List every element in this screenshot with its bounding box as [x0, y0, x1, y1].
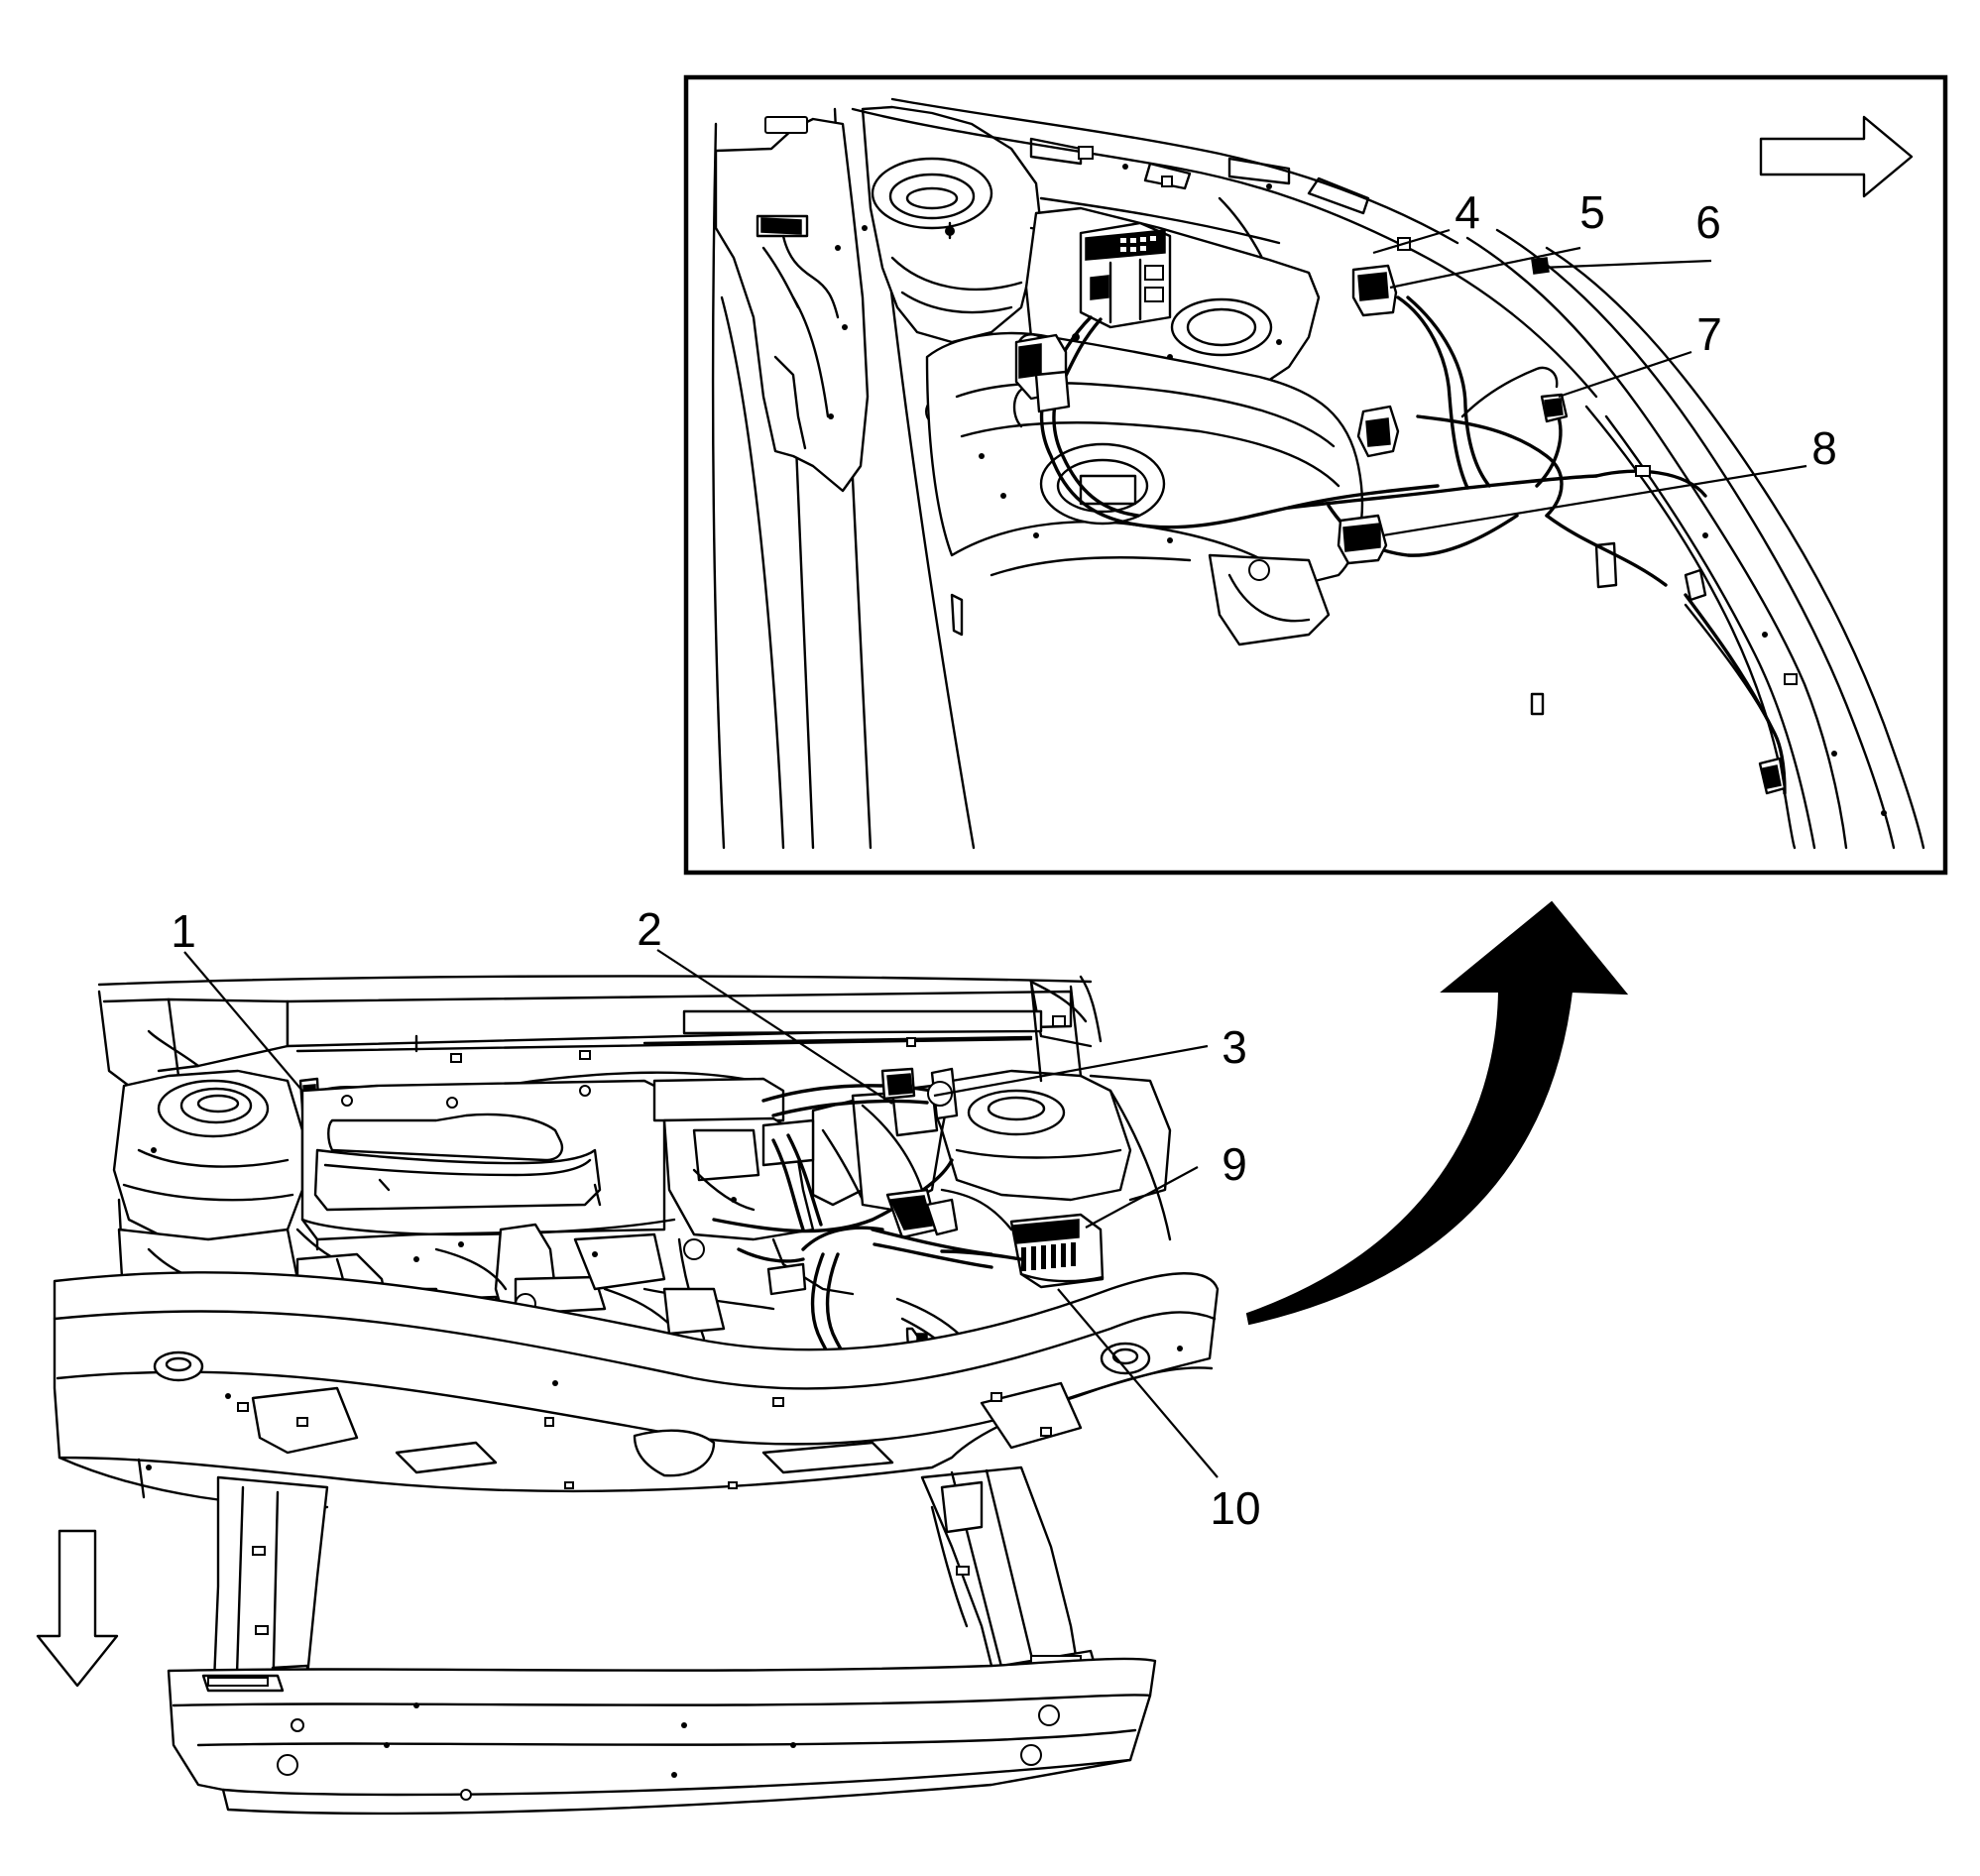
main-underhood-fuse-block — [940, 1213, 1105, 1289]
callout-label-6: 6 — [1695, 196, 1721, 248]
inset-forward-arrow-icon — [1759, 115, 1914, 198]
main-front-crossmember — [53, 1271, 1220, 1509]
main-center-panel — [300, 1077, 785, 1241]
inset-fuse-block — [1079, 221, 1172, 329]
inset-callout-leaders — [1372, 228, 1807, 537]
main-bumper-beam — [167, 1657, 1157, 1816]
callout-label-10: 10 — [1210, 1482, 1260, 1534]
inset-connectors — [1014, 257, 1569, 565]
callout-label-4: 4 — [1455, 186, 1480, 238]
main-forward-arrow-icon — [36, 1529, 119, 1688]
main-right-structure — [940, 980, 1172, 1241]
inset-left-panel — [711, 107, 976, 850]
curved-pointer-arrow-icon — [1245, 900, 1629, 1326]
callout-label-1: 1 — [171, 905, 196, 957]
main-engine-bay-center — [642, 1067, 1013, 1402]
callout-labels: 4 5 6 7 8 1 2 3 9 10 — [171, 186, 1837, 1534]
inset-right-rail — [1465, 228, 1925, 850]
callout-label-5: 5 — [1579, 186, 1605, 238]
callout-label-8: 8 — [1811, 422, 1837, 474]
inset-strut-tower — [861, 105, 1043, 426]
callout-label-9: 9 — [1222, 1138, 1247, 1190]
callout-label-2: 2 — [637, 903, 662, 955]
main-engine-compartment-view — [36, 949, 1220, 1816]
inset-detail-view — [683, 74, 1948, 876]
callout-label-3: 3 — [1222, 1021, 1247, 1073]
callout-label-7: 7 — [1696, 308, 1722, 360]
main-callout-leaders — [183, 949, 1219, 1478]
